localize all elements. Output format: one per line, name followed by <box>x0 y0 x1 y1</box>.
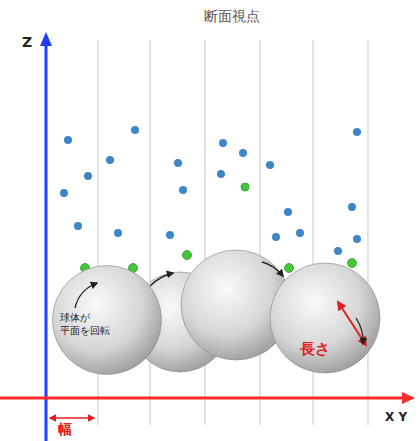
axis-label: Z <box>22 34 32 50</box>
width-dimension <box>50 417 94 419</box>
z-axis-arrow <box>40 32 52 46</box>
x-axis <box>0 397 404 400</box>
rotation-arrow <box>75 283 97 308</box>
length-dimension <box>338 302 366 345</box>
particles <box>60 126 361 255</box>
rotation-arrows <box>150 262 363 344</box>
sphere-caption: 球体が 平面を回転 <box>60 311 116 337</box>
z-axis <box>45 42 48 441</box>
dimension-label: 長さ <box>300 340 330 359</box>
dimension-label: 幅 <box>58 421 72 439</box>
sphere: 球体が 平面を回転 <box>52 265 162 375</box>
axis-label: X Y <box>385 410 407 424</box>
diagram-title: 断面視点 <box>204 8 260 26</box>
x-axis-arrow <box>402 392 415 404</box>
sphere-shape <box>53 266 162 375</box>
contact-particles <box>241 183 249 191</box>
spheres <box>130 250 380 373</box>
